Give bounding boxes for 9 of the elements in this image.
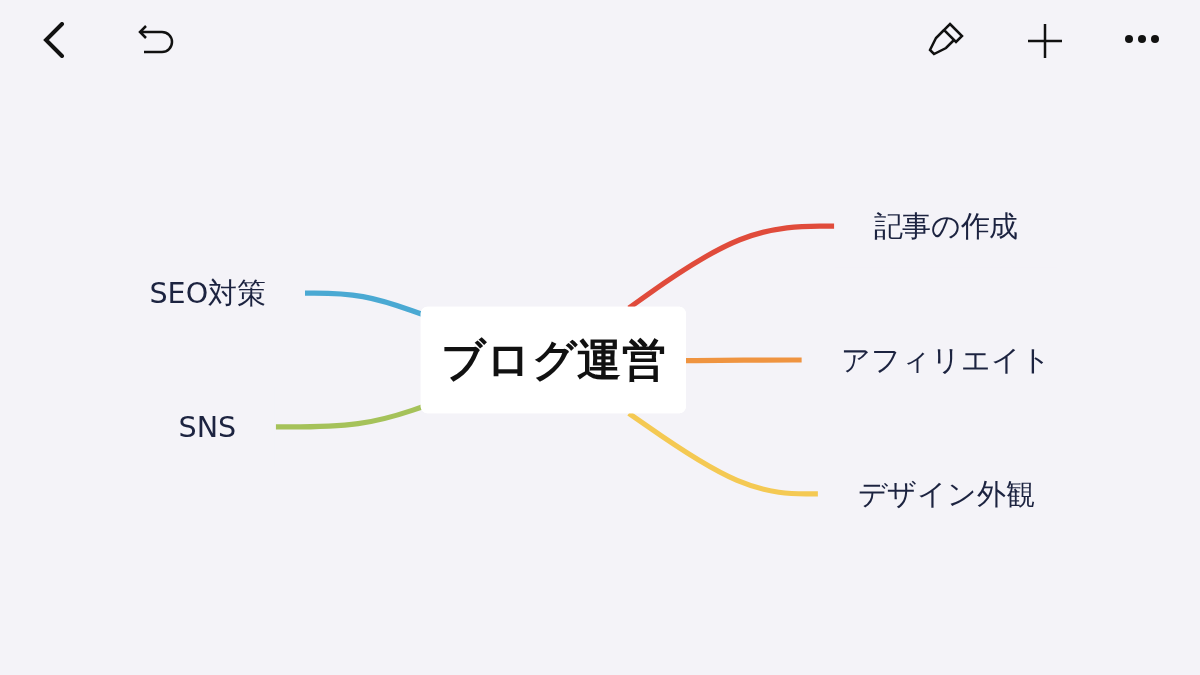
node-text: SNS bbox=[178, 410, 237, 444]
connector bbox=[275, 404, 423, 430]
node-text: SEO対策 bbox=[149, 276, 266, 310]
connector bbox=[304, 290, 423, 317]
connector bbox=[627, 411, 819, 497]
node-text: アフィリエイト bbox=[841, 343, 1051, 377]
node-text: 記事の作成 bbox=[873, 209, 1019, 243]
connector bbox=[685, 357, 803, 364]
node-text: デザイン外観 bbox=[857, 477, 1035, 511]
